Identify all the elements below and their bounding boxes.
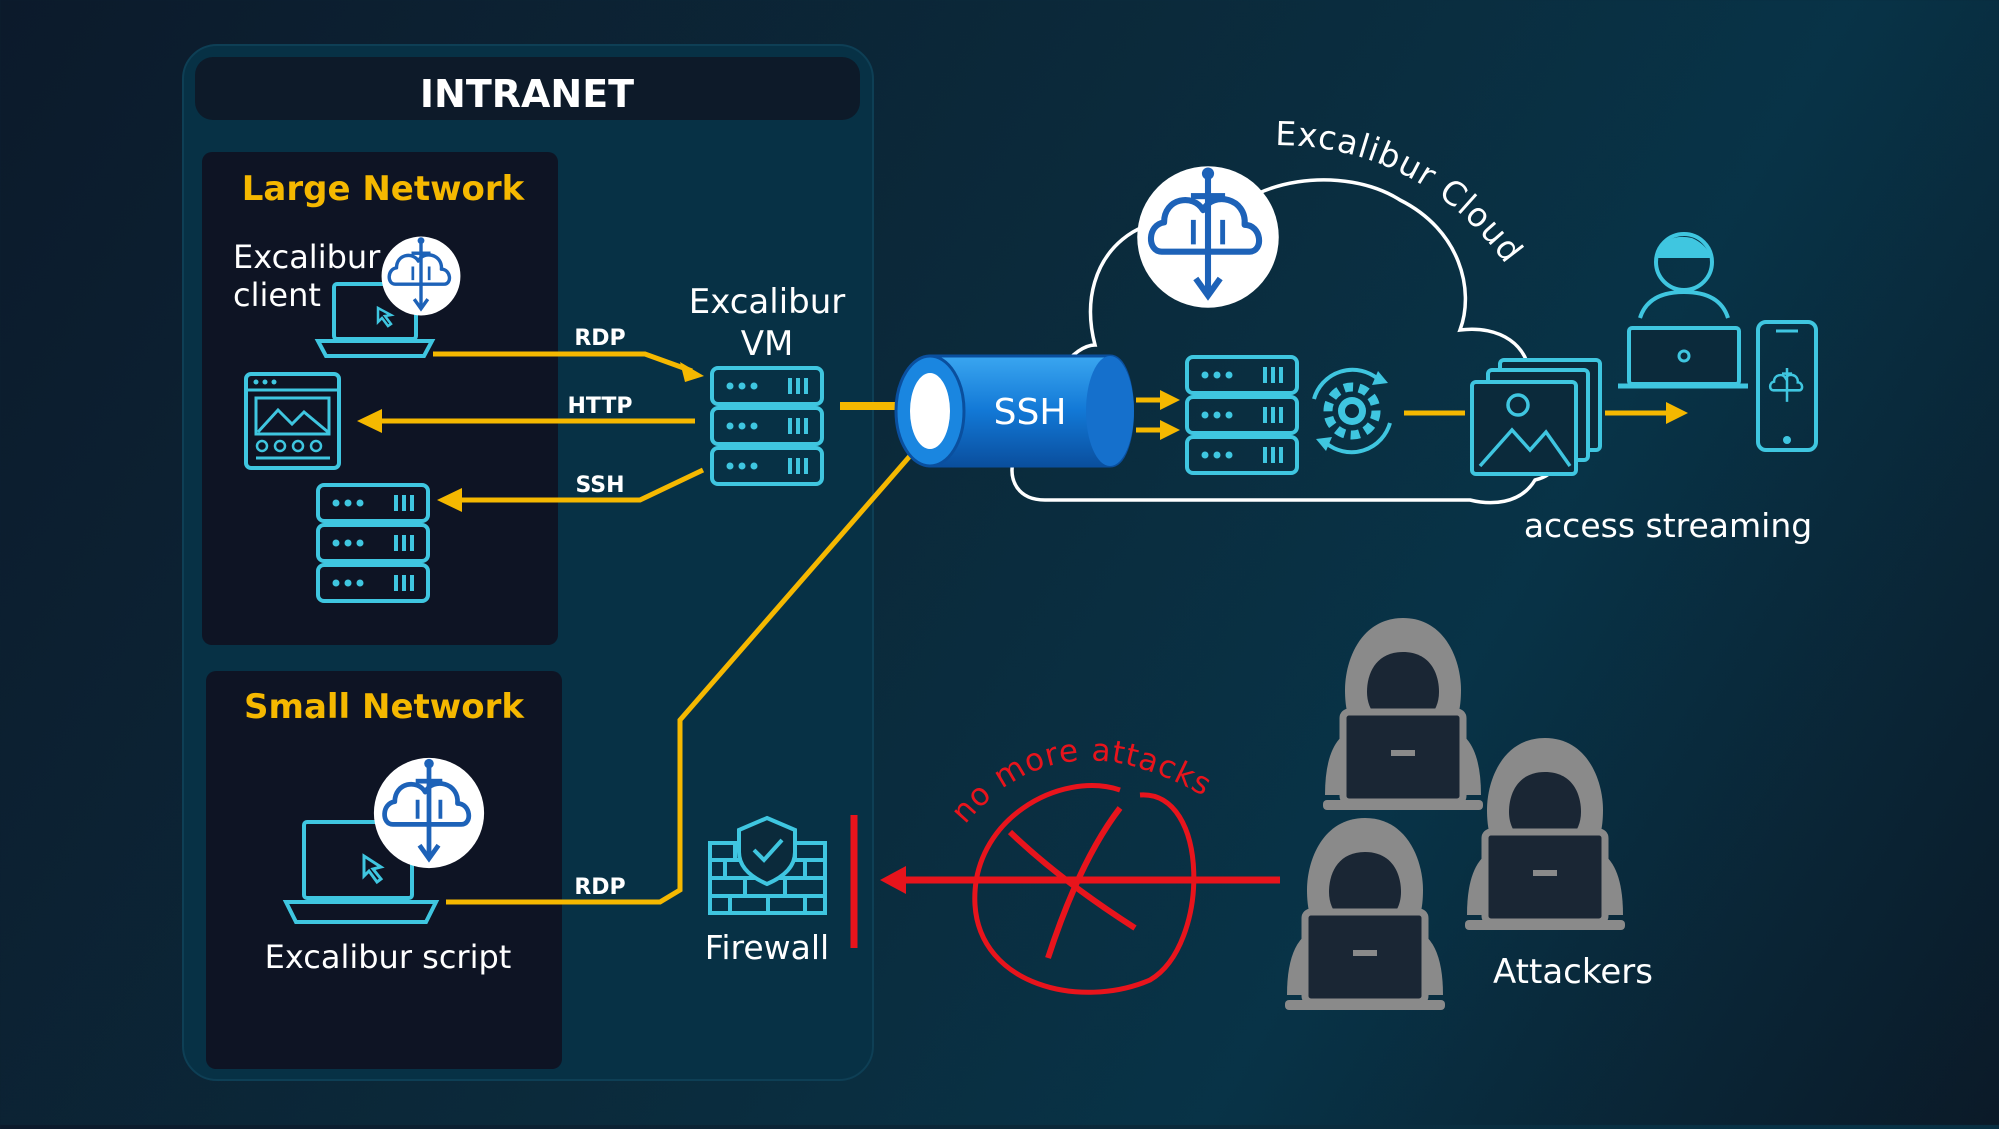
rdp-label-bottom: RDP xyxy=(574,875,625,900)
attacker-figure xyxy=(1285,818,1445,1010)
ssh-tunnel: SSH xyxy=(840,354,1134,468)
blocked-attack: no more attacks xyxy=(850,732,1280,995)
large-network-title: Large Network xyxy=(242,169,526,209)
cloud-title: Excalibur Cloud xyxy=(1275,114,1531,270)
client-label: Excalibur xyxy=(233,238,381,276)
vm-label-line2: VM xyxy=(741,324,794,364)
rdp-connection-bottom: RDP xyxy=(446,408,952,905)
excalibur-badge-icon xyxy=(1137,166,1279,308)
cloud-server-icon xyxy=(1185,355,1299,475)
intranet-title: INTRANET xyxy=(420,72,634,116)
firewall-label: Firewall xyxy=(705,928,829,967)
ssh-internal-label: SSH xyxy=(575,473,624,498)
web-dashboard-icon xyxy=(244,372,341,470)
excalibur-vm: Excalibur VM xyxy=(689,282,846,486)
small-network-title: Small Network xyxy=(244,687,525,727)
large-network-panel: Large Network Excalibur client xyxy=(202,152,558,645)
rdp-label-top: RDP xyxy=(574,326,625,351)
script-label: Excalibur script xyxy=(265,938,512,976)
attacker-figure xyxy=(1323,618,1483,810)
excalibur-badge-icon xyxy=(374,758,484,868)
user-at-laptop-icon xyxy=(1618,232,1748,389)
client-label-line2: client xyxy=(233,276,321,314)
ssh-internal-connection: SSH xyxy=(437,467,705,512)
ssh-to-cloud-arrows xyxy=(1136,390,1180,440)
http-label: HTTP xyxy=(567,394,632,419)
image-stack-icon xyxy=(1470,358,1602,476)
rdp-connection-top: RDP xyxy=(433,326,704,382)
http-connection: HTTP xyxy=(357,394,695,433)
attacker-figure xyxy=(1465,738,1625,930)
small-network-panel: Small Network Excalibur script xyxy=(206,671,562,1069)
gear-sync-icon xyxy=(1312,367,1392,455)
svg-text:Excalibur Cloud: Excalibur Cloud xyxy=(1275,114,1531,270)
firewall-icon xyxy=(708,815,827,915)
mobile-phone-icon xyxy=(1756,320,1818,452)
stream-arrow xyxy=(1605,402,1688,424)
excalibur-badge-icon xyxy=(379,234,463,318)
vm-label: Excalibur xyxy=(689,282,846,322)
access-streaming-label: access streaming xyxy=(1524,506,1812,545)
tunnel-label: SSH xyxy=(994,392,1067,433)
attackers-label: Attackers xyxy=(1493,952,1653,992)
